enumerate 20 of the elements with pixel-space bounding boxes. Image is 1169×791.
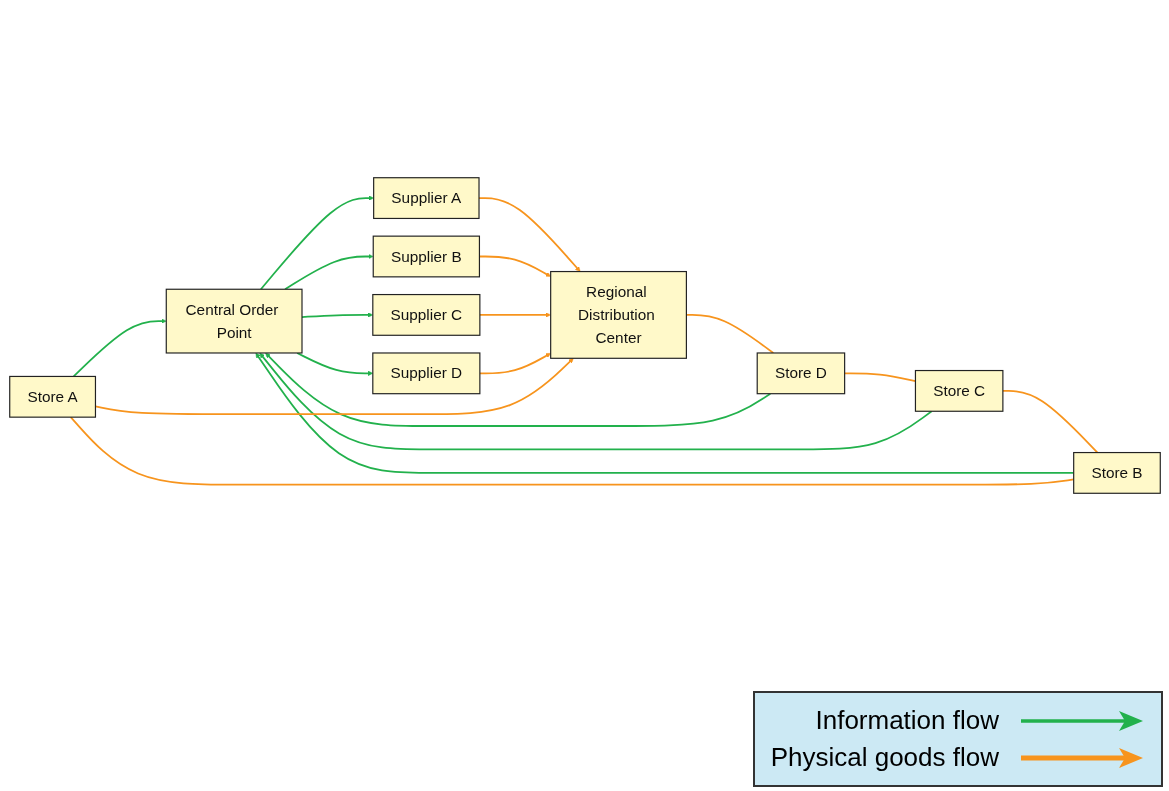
node-box: Regional Distribution Center [549, 270, 687, 359]
node-box: Supplier B [372, 235, 480, 277]
node-box: Store A [8, 375, 96, 418]
node-box: Store D [756, 351, 845, 394]
node-box: Supplier D [371, 351, 480, 394]
arrow [264, 352, 771, 427]
node-box: Supplier C [371, 293, 480, 336]
legend-text: Information flow [815, 705, 999, 736]
node-box: Supplier A [372, 176, 480, 219]
node-box: Store C [914, 369, 1003, 412]
node-box: Store B [1072, 451, 1161, 494]
arrow [94, 357, 574, 415]
node-box: Central Order Point [165, 288, 303, 354]
connector [685, 313, 774, 354]
legend-text: Physical goods flow [770, 742, 999, 773]
arrow [259, 195, 374, 290]
arrow [259, 352, 933, 450]
arrow [295, 351, 373, 376]
arrow [72, 318, 166, 377]
arrow [478, 255, 551, 277]
